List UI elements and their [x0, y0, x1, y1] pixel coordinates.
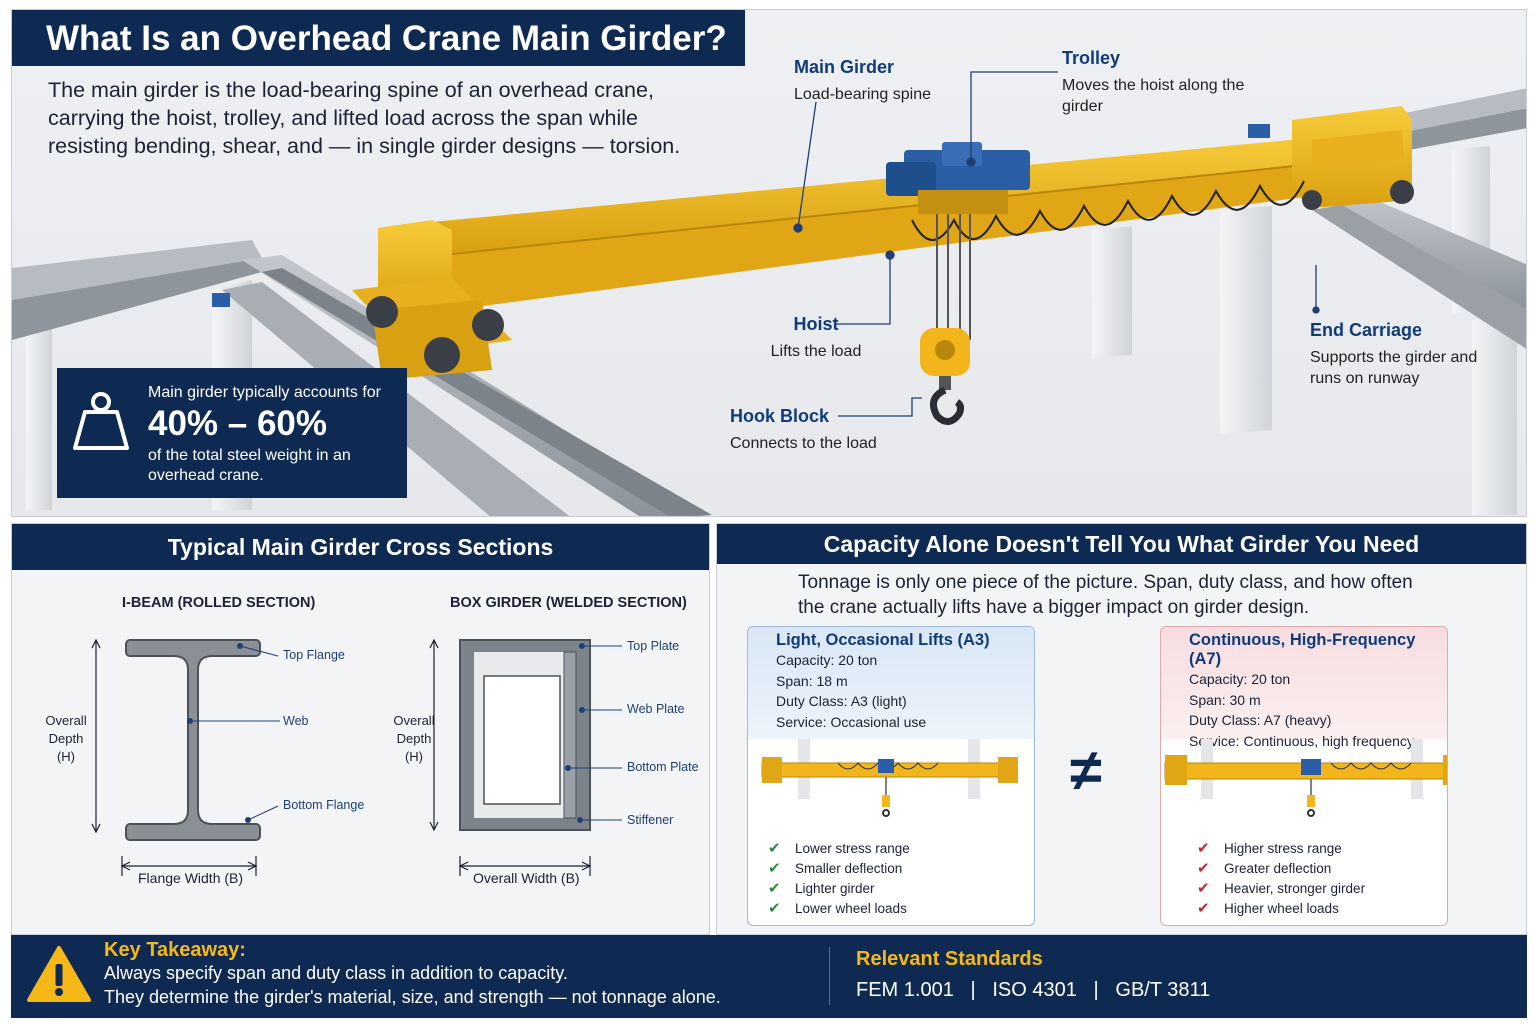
check-row: ✔Lower stress range [768, 840, 910, 857]
callout-subtitle: Supports the girder and runs on runway [1310, 349, 1478, 387]
check-icon: ✔ [768, 880, 781, 897]
cross-section-drawings [91, 638, 622, 876]
hook-block [920, 328, 970, 425]
callout-subtitle: Lifts the load [770, 343, 862, 360]
capacity-intro: Tonnage is only one piece of the picture… [798, 572, 1413, 618]
box-depth-label: Overall Depth (H) [393, 713, 435, 764]
check-icon: ✔ [1197, 860, 1210, 877]
callout-subtitle: Connects to the load [730, 435, 877, 452]
check-icon: ✔ [1197, 880, 1210, 897]
part-top-flange: Top Flange [283, 648, 345, 662]
standards-list: FEM 1.001 | ISO 4301 | GB/T 3811 [856, 979, 1211, 1001]
takeaway-line-2: They determine the girder's material, si… [104, 987, 721, 1007]
callout-hoist: Hoist Lifts the load [746, 314, 886, 362]
spec-line: Service: Continuous, high frequency [1189, 732, 1414, 749]
callout-subtitle: Load-bearing spine [794, 86, 931, 103]
heavy-duty-specs: Continuous, High-Frequency (A7) Capacity… [1161, 627, 1447, 749]
check-row: ✔Lighter girder [768, 880, 875, 897]
left-end-carriage [352, 220, 512, 380]
spec-line: Capacity: 20 ton [1189, 671, 1291, 687]
callout-title: Hook Block [730, 406, 830, 426]
light-duty-specs: Light, Occasional Lifts (A3) Capacity: 2… [748, 627, 1034, 739]
capacity-title: Capacity Alone Doesn't Tell You What Gir… [717, 524, 1526, 564]
capacity-comparison-panel: Capacity Alone Doesn't Tell You What Gir… [716, 523, 1527, 935]
leader-lines [793, 71, 1320, 417]
crane-illustration [12, 71, 1526, 516]
check-icon: ✔ [1197, 900, 1210, 917]
callout-main-girder: Main Girder Load-bearing spine [794, 57, 974, 105]
warning-icon [27, 946, 91, 1002]
spec-line: Span: 18 m [776, 672, 848, 689]
check-icon: ✔ [1197, 840, 1210, 857]
standards-title: Relevant Standards [856, 948, 1043, 970]
spec-line: Span: 30 m [1189, 691, 1261, 708]
callout-end-carriage: End Carriage Supports the girder and run… [1310, 320, 1480, 389]
check-icon: ✔ [768, 840, 781, 857]
check-row: ✔Higher wheel loads [1197, 900, 1339, 917]
light-crane-icon [761, 739, 1018, 817]
left-runway-beam [12, 240, 712, 516]
takeaway-title: Key Takeaway: [104, 939, 246, 961]
ibeam-depth-label: Overall Depth (H) [45, 713, 87, 764]
check-row: ✔Lower wheel loads [768, 900, 907, 917]
callout-title: End Carriage [1310, 320, 1423, 340]
check-icon: ✔ [768, 900, 781, 917]
spec-line: Capacity: 20 ton [776, 652, 878, 668]
steel-weight-stat-box: Main girder typically accounts for 40% –… [57, 368, 407, 498]
cross-sections-title: Typical Main Girder Cross Sections [12, 524, 709, 570]
part-bottom-plate: Bottom Plate [627, 760, 699, 774]
cross-sections-panel: Typical Main Girder Cross Sections I-BEA… [11, 523, 710, 935]
part-web-plate: Web Plate [627, 702, 685, 716]
light-duty-card: Light, Occasional Lifts (A3) Capacity: 2… [747, 626, 1035, 926]
takeaway-line-1: Always specify span and duty class in ad… [104, 963, 568, 983]
callout-subtitle: Moves the hoist along the girder [1062, 77, 1245, 115]
heavy-duty-title: Continuous, High-Frequency (A7) [1189, 631, 1416, 668]
ibeam-label: I-BEAM (ROLLED SECTION) [122, 595, 316, 611]
box-leaders [565, 643, 622, 823]
weight-icon [73, 392, 129, 450]
check-row: ✔Higher stress range [1197, 840, 1342, 857]
hero-panel: What Is an Overhead Crane Main Girder? T… [11, 9, 1527, 517]
page-title: What Is an Overhead Crane Main Girder? [12, 10, 745, 66]
check-row: ✔Smaller deflection [768, 860, 903, 877]
check-icon: ✔ [768, 860, 781, 877]
spec-line: Duty Class: A7 (heavy) [1189, 712, 1332, 728]
box-girder-label: BOX GIRDER (WELDED SECTION) [450, 595, 687, 611]
stat-value: 40% – 60% [148, 404, 328, 443]
spec-line: Service: Occasional use [776, 713, 927, 730]
callout-title: Hoist [793, 314, 839, 334]
footer-divider [829, 947, 830, 1005]
ibeam-leaders [187, 643, 280, 823]
stat-line-2: of the total steel weight in an overhead… [148, 447, 351, 484]
ibeam-section [125, 639, 261, 841]
festoon-cable [911, 180, 1305, 241]
box-width-label: Overall Width (B) [473, 870, 580, 886]
light-duty-title: Light, Occasional Lifts (A3) [776, 631, 990, 649]
ibeam-width-label: Flange Width (B) [138, 870, 244, 886]
part-stiffener: Stiffener [627, 813, 674, 827]
trolley-hoist [886, 142, 1030, 340]
key-takeaway-footer: Key Takeaway: Always specify span and du… [11, 935, 1527, 1018]
part-top-plate: Top Plate [627, 639, 680, 653]
callout-title: Main Girder [794, 57, 895, 77]
stat-line-1: Main girder typically accounts for [148, 384, 381, 401]
not-equal-symbol: ≠ [1070, 738, 1102, 803]
heavy-crane-icon [1164, 739, 1447, 817]
heavy-duty-card: Continuous, High-Frequency (A7) Capacity… [1160, 626, 1448, 926]
ibeam-dimensions [91, 638, 258, 876]
part-web: Web [283, 714, 309, 728]
main-girder [432, 135, 1357, 310]
box-girder-section [459, 639, 591, 831]
check-row: ✔Heavier, stronger girder [1197, 880, 1366, 897]
callout-hook-block: Hook Block Connects to the load [730, 406, 910, 454]
part-bottom-flange: Bottom Flange [283, 798, 365, 812]
right-end-carriage [1292, 106, 1414, 210]
callout-trolley: Trolley Moves the hoist along the girder [1062, 48, 1252, 117]
callout-title: Trolley [1062, 48, 1121, 68]
check-row: ✔Greater deflection [1197, 860, 1332, 877]
intro-text: The main girder is the load-bearing spin… [48, 78, 681, 158]
spec-line: Duty Class: A3 (light) [776, 693, 907, 709]
box-dimensions [429, 638, 592, 876]
